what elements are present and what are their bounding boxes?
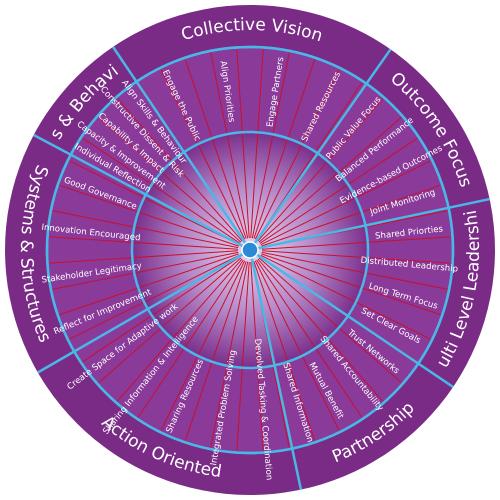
red-spoke (261, 251, 448, 290)
red-spoke (258, 257, 402, 383)
red-spoke (261, 253, 441, 316)
segment-boundary (255, 253, 454, 389)
red-spoke (256, 259, 363, 418)
red-spoke (117, 258, 243, 402)
hub (241, 241, 259, 259)
red-spoke (260, 254, 431, 340)
blue-divider-lines (33, 45, 490, 490)
red-spoke (236, 261, 250, 451)
red-spoke (250, 49, 264, 239)
red-spoke (59, 184, 239, 247)
red-spoke (49, 250, 239, 264)
red-spoke (257, 98, 383, 242)
red-spoke (210, 261, 249, 448)
red-spoke (59, 253, 239, 316)
red-spoke (261, 250, 451, 264)
red-spoke (260, 160, 431, 246)
segment-boundary (111, 46, 247, 245)
red-spoke (251, 52, 290, 239)
red-spoke (236, 49, 250, 239)
red-spoke (160, 69, 246, 240)
outer-ring-line (45, 45, 455, 455)
red-spoke (261, 236, 451, 250)
red-spoke (210, 52, 249, 239)
segment-boundary (257, 197, 490, 250)
red-spoke (98, 257, 242, 383)
red-spoke (52, 210, 239, 249)
red-spoke (253, 261, 316, 441)
segment-boundary (250, 257, 303, 490)
red-spoke (259, 137, 418, 244)
inner-ring-line (130, 130, 370, 370)
red-spoke (137, 259, 244, 418)
red-spoke (69, 160, 240, 246)
red-spoke (117, 98, 243, 242)
red-spoke (258, 117, 402, 243)
red-spoke (82, 256, 241, 363)
red-spoke (160, 260, 246, 431)
red-spoke (253, 59, 316, 239)
red-spoke (82, 137, 241, 244)
red-spoke (250, 261, 264, 451)
red-spoke (257, 258, 383, 402)
segment-boundary (37, 252, 244, 374)
red-spoke (69, 254, 240, 340)
red-spoke (52, 251, 239, 290)
red-spoke (184, 261, 247, 441)
red-spoke (254, 260, 340, 431)
red-spoke (254, 69, 340, 240)
segment-boundary (253, 48, 392, 245)
red-spoke (184, 59, 247, 239)
red-spoke (49, 236, 239, 250)
segment-boundary (33, 133, 244, 248)
red-spoke (98, 117, 242, 243)
red-spoke (261, 184, 441, 247)
